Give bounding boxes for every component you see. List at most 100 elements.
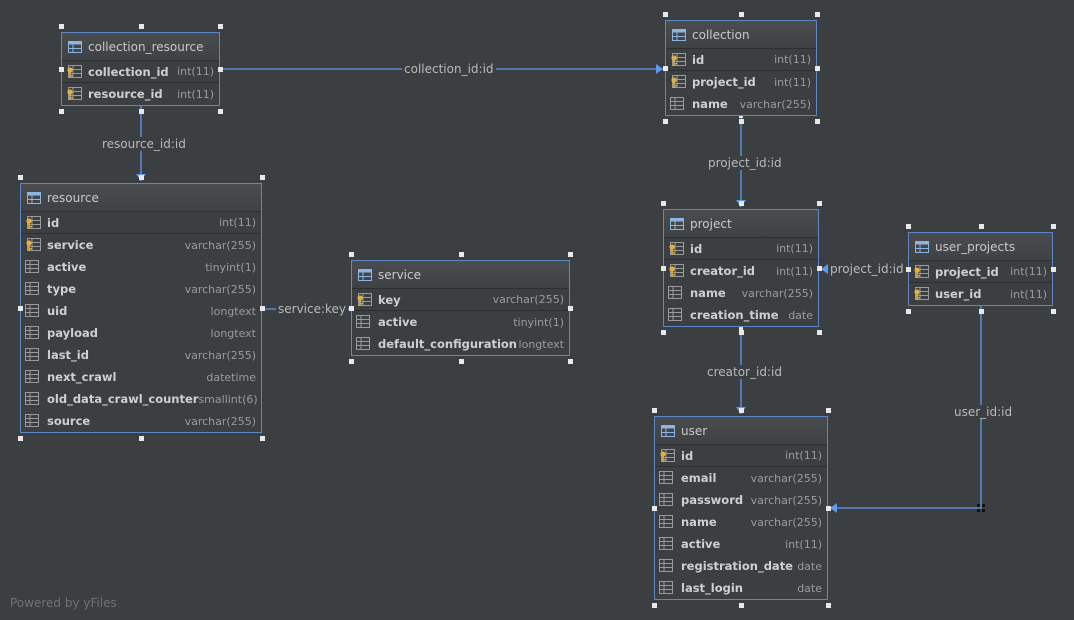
selection-handle[interactable] <box>978 224 984 229</box>
selection-handle[interactable] <box>59 24 64 29</box>
table-header[interactable]: service <box>352 261 569 289</box>
table-header[interactable]: collection <box>666 21 816 49</box>
selection-handle[interactable] <box>661 330 666 335</box>
selection-handle[interactable] <box>568 359 573 364</box>
table-header[interactable]: resource <box>21 184 261 212</box>
selection-handle[interactable] <box>260 306 265 311</box>
selection-handle[interactable] <box>815 12 820 17</box>
table-header[interactable]: collection_resource <box>62 33 219 61</box>
selection-handle[interactable] <box>18 306 23 311</box>
selection-handle[interactable] <box>906 224 911 229</box>
selection-handle[interactable] <box>826 408 831 413</box>
selection-handle[interactable] <box>652 603 657 608</box>
selection-handle[interactable] <box>739 201 744 206</box>
selection-handle[interactable] <box>218 109 223 114</box>
selection-handle[interactable] <box>663 119 668 124</box>
table-header[interactable]: project <box>664 210 818 238</box>
selection-handle[interactable] <box>568 306 573 311</box>
selection-handle[interactable] <box>739 330 744 335</box>
table-header[interactable]: user_projects <box>909 233 1052 261</box>
selection-handle[interactable] <box>739 12 744 17</box>
selection-handle[interactable] <box>59 67 64 72</box>
selection-handle[interactable] <box>815 66 820 71</box>
selection-handle[interactable] <box>139 175 144 180</box>
selection-handle[interactable] <box>59 109 64 114</box>
selection-handle[interactable] <box>218 67 223 72</box>
selection-handle[interactable] <box>218 24 223 29</box>
selection-handle[interactable] <box>815 119 820 124</box>
selection-handle[interactable] <box>138 24 144 29</box>
selection-handle[interactable] <box>817 201 822 206</box>
selection-handle[interactable] <box>260 436 265 441</box>
selection-handle[interactable] <box>1051 267 1056 272</box>
selection-handle[interactable] <box>568 252 573 257</box>
selection-handle[interactable] <box>739 119 744 124</box>
selection-handle[interactable] <box>652 506 657 511</box>
selection-handle[interactable] <box>138 109 144 114</box>
selection-handle[interactable] <box>739 408 744 413</box>
selection-handle[interactable] <box>652 408 657 413</box>
selection-handle[interactable] <box>458 359 464 364</box>
selection-handle[interactable] <box>661 201 666 206</box>
selection-handle[interactable] <box>139 436 144 441</box>
selection-handle[interactable] <box>663 12 668 17</box>
selection-handle[interactable] <box>1051 224 1056 229</box>
selection-handle[interactable] <box>349 359 354 364</box>
selection-handle[interactable] <box>260 175 265 180</box>
selection-handle[interactable] <box>661 266 666 271</box>
selection-handle[interactable] <box>826 506 831 511</box>
selection-handle[interactable] <box>739 603 744 608</box>
selection-handle[interactable] <box>978 309 984 314</box>
selection-handle[interactable] <box>1051 309 1056 314</box>
selection-handle[interactable] <box>18 175 23 180</box>
table-header[interactable]: user <box>655 417 827 445</box>
selection-handle[interactable] <box>663 66 668 71</box>
selection-handle[interactable] <box>349 306 354 311</box>
selection-handle[interactable] <box>906 267 911 272</box>
selection-handle[interactable] <box>817 266 822 271</box>
selection-handle[interactable] <box>458 252 464 257</box>
selection-handle[interactable] <box>349 252 354 257</box>
selection-handle[interactable] <box>906 309 911 314</box>
selection-handle[interactable] <box>826 603 831 608</box>
selection-handle[interactable] <box>18 436 23 441</box>
